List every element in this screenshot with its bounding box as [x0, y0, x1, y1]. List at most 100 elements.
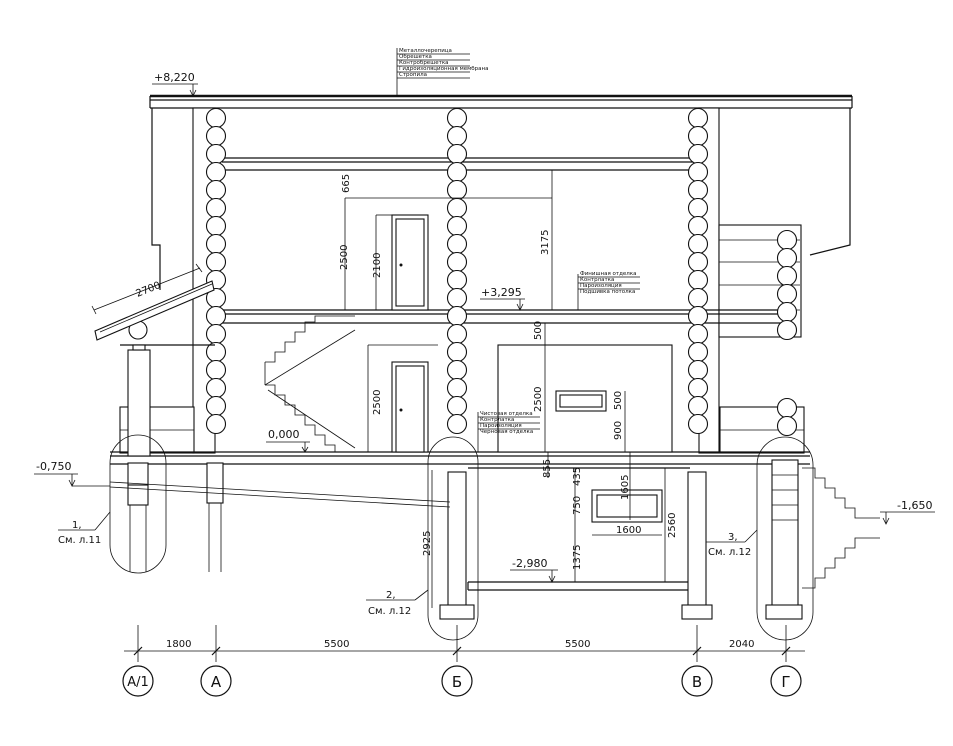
roof-notes: Металлочерепица Обрешетка Контробрешетка… [396, 48, 488, 96]
level-floor1-label: 0,000 [268, 428, 300, 441]
log [776, 265, 798, 287]
ground-levels: -0,750 -1,650 [34, 460, 935, 525]
stair [264, 315, 356, 453]
log [776, 283, 798, 305]
dim-slab-gap: 500 [533, 321, 544, 340]
log [687, 269, 709, 291]
dim-room1-height: 2500 [533, 387, 544, 412]
log [687, 251, 709, 273]
axis-dimensions: 1800 5500 5500 2040 [124, 625, 805, 662]
log [446, 107, 468, 129]
log-wall-b [446, 107, 468, 435]
axis-dim-1: 1800 [166, 639, 191, 650]
floor1-note-4: Черновая отделка [480, 429, 533, 435]
roof-note-4: Гидроизоляционная мембрана [399, 66, 488, 72]
dim-base-win-w: 1600 [616, 525, 641, 536]
log [687, 341, 709, 363]
log [446, 179, 468, 201]
axis-label-g: Г [781, 673, 790, 691]
floor1-note-2: Контрлатка [480, 417, 514, 423]
dim-sill: 900 [613, 421, 624, 440]
log [687, 323, 709, 345]
log [205, 215, 227, 237]
dim-base-pillar: 1605 [620, 475, 631, 500]
dim-upper-gap: 665 [341, 174, 352, 193]
floor2-note-3: Пароизоляция [580, 283, 622, 289]
dim-base-bottom: 1375 [572, 545, 583, 570]
dim-base-win-h: 750 [572, 496, 583, 515]
axis-bubbles: А/1 А Б В Г [122, 665, 802, 697]
dim-window-h: 500 [613, 391, 624, 410]
dim-base-height: 2560 [667, 513, 678, 538]
log [687, 233, 709, 255]
level-ground-right-label: -1,650 [897, 499, 932, 512]
log [687, 359, 709, 381]
roof-note-5: Стропила [399, 72, 427, 78]
log [205, 161, 227, 183]
log [687, 305, 709, 327]
log [205, 179, 227, 201]
log [687, 179, 709, 201]
roof-note-3: Контробрешетка [399, 60, 449, 66]
floor1-note-1: Чистовая отделка [480, 411, 533, 417]
level-basement-label: -2,980 [512, 557, 547, 570]
axis-label-a: А [211, 673, 222, 691]
basement: 855 435 750 1375 1600 1605 2560 -2,980 [467, 452, 690, 591]
log [687, 107, 709, 129]
log [205, 233, 227, 255]
log [205, 107, 227, 129]
log [687, 143, 709, 165]
dim-door2: 2100 [372, 253, 383, 278]
floor1-note-3: Пароизоляция [480, 423, 522, 429]
log [205, 251, 227, 273]
log [205, 413, 227, 435]
log [776, 229, 798, 251]
floor2-note-2: Контрлатка [580, 277, 614, 283]
log [446, 269, 468, 291]
log [446, 143, 468, 165]
level-floor2-label: +3,295 [481, 286, 522, 299]
foundation [109, 459, 880, 620]
log [205, 395, 227, 417]
log [687, 377, 709, 399]
log [446, 161, 468, 183]
callout-2-ref: См. л.12 [368, 606, 411, 617]
log-wall-a [205, 107, 227, 435]
log [446, 413, 468, 435]
callout-1-num: 1, [72, 520, 82, 531]
log [446, 359, 468, 381]
log [205, 377, 227, 399]
callout-2-num: 2, [386, 590, 396, 601]
log [446, 323, 468, 345]
upper-floor: 665 2500 2100 3175 +3,295 Финишная отдел… [339, 170, 640, 311]
log [776, 301, 798, 323]
floor2-note-4: Подшивка потолка [580, 289, 635, 295]
log [446, 287, 468, 309]
log [205, 143, 227, 165]
floor2-note-1: Финишная отделка [580, 271, 637, 277]
callout-1-ref: См. л.11 [58, 535, 101, 546]
log [687, 395, 709, 417]
log [205, 359, 227, 381]
callouts: 1, См. л.11 2, См. л.12 3, См. л.12 2925 [58, 434, 814, 641]
level-ridge: +8,220 [152, 71, 198, 97]
dim-door2-frame: 2500 [339, 245, 350, 270]
log [446, 341, 468, 363]
log-wall-g [776, 229, 798, 437]
axis-label-a1: А/1 [127, 675, 149, 690]
log [687, 197, 709, 219]
dim-floor-to-base: 855 [542, 459, 553, 478]
axis-label-b: Б [452, 673, 462, 691]
log [776, 415, 798, 437]
level-ground-left-label: -0,750 [36, 460, 71, 473]
log [687, 413, 709, 435]
axis-label-v: В [692, 673, 702, 691]
dim-door1-frame: 2500 [372, 390, 383, 415]
level-ridge-label: +8,220 [154, 71, 195, 84]
log [446, 305, 468, 327]
log [446, 251, 468, 273]
dim-base-top: 435 [572, 467, 583, 486]
roof-note-2: Обрешетка [399, 54, 432, 60]
log [687, 287, 709, 309]
